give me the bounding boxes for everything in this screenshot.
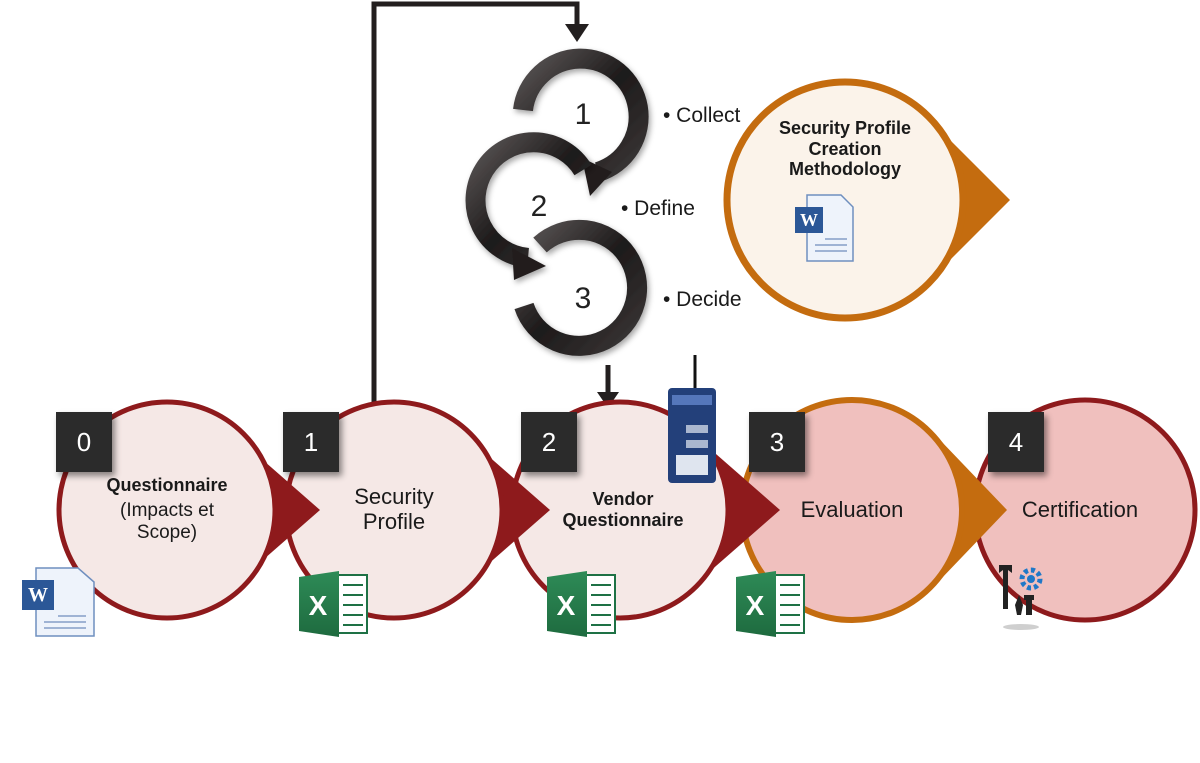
cycle-step-3-label: • Decide — [663, 288, 742, 311]
step-0-label: Questionnaire — [106, 475, 228, 495]
cycle-step-1-number: 1 — [574, 98, 592, 131]
word-doc-icon: W — [795, 194, 854, 262]
cycle-step-1-label: • Collect — [663, 104, 741, 127]
router-device-icon — [668, 355, 716, 483]
cycle-ring-2 — [465, 132, 592, 280]
cycle-to-step2-connector — [597, 365, 619, 408]
svg-text:W: W — [28, 584, 48, 606]
step-0-circle — [56, 399, 320, 621]
step-3-label: Evaluation — [800, 497, 904, 522]
step-0-badge: 0 — [56, 412, 112, 472]
excel-icon: X — [736, 571, 805, 637]
cycle-step-2-number: 2 — [530, 190, 548, 223]
step-2-label: Vendor Questionnaire — [562, 489, 684, 530]
word-doc-icon: W — [22, 567, 95, 637]
step-4-badge: 4 — [988, 412, 1044, 472]
svg-text:X: X — [557, 590, 576, 621]
svg-text:X: X — [309, 590, 328, 621]
excel-icon: X — [299, 571, 368, 637]
step-1-badge: 1 — [283, 412, 339, 472]
excel-icon: X — [547, 571, 616, 637]
cycle-step-2-label: • Define — [621, 197, 695, 220]
cycle-step-3-number: 3 — [574, 282, 592, 315]
step-1-label: Security Profile — [354, 484, 434, 535]
cycle-ring-1 — [513, 48, 649, 196]
feedback-connector — [371, 1, 589, 410]
step-3-badge: 3 — [749, 412, 805, 472]
step-2-badge: 2 — [521, 412, 577, 472]
step-4-label: Certification — [1021, 497, 1139, 522]
svg-text:W: W — [800, 210, 818, 230]
methodology-title: Security Profile Creation Methodology — [778, 118, 912, 180]
cycle-ring-3 — [514, 219, 648, 356]
tools-gear-icon — [999, 565, 1043, 630]
svg-text:X: X — [746, 590, 765, 621]
step-0-sublabel: (Impacts et Scope) — [120, 500, 214, 543]
